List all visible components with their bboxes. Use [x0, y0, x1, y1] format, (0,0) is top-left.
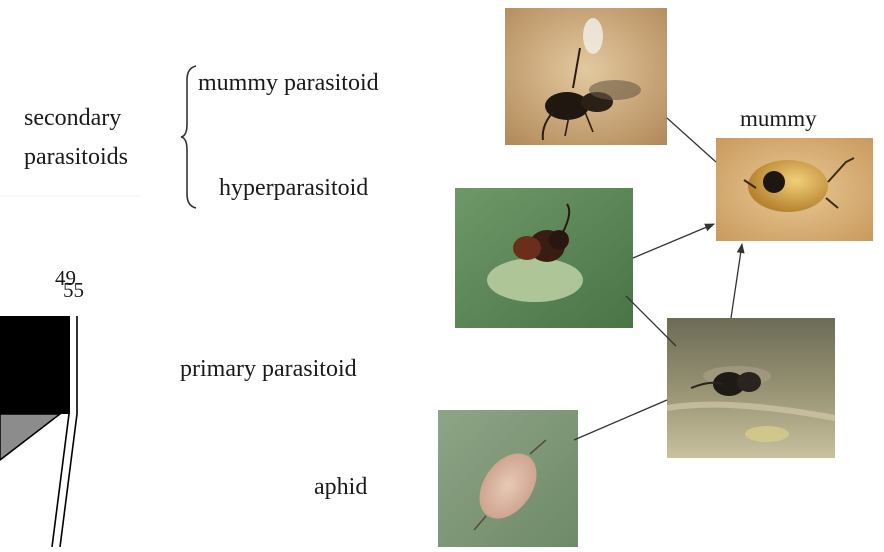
photo-mummy-parasitoid	[505, 8, 667, 145]
gray-wedge	[0, 414, 60, 460]
photo-hyperparasitoid	[455, 188, 633, 328]
mummy-photo-icon	[716, 138, 873, 241]
fragment-number-bottom: 55	[63, 278, 84, 302]
secondary-label-line1: secondary	[24, 105, 121, 133]
arrow-hyperparasitoid-to-mummy	[633, 224, 714, 258]
left-chart-graphic	[0, 0, 200, 547]
black-block	[0, 316, 70, 414]
primary-parasitoid-label: primary parasitoid	[180, 356, 357, 384]
wasp-photo-icon	[505, 8, 667, 145]
brace-icon	[180, 64, 200, 210]
secondary-label-line2: parasitoids	[24, 144, 128, 172]
mummy-parasitoid-label: mummy parasitoid	[198, 70, 379, 98]
hyperparasitoid-label: hyperparasitoid	[219, 175, 368, 203]
left-chart-fragment: 49 55	[0, 0, 200, 547]
aphid-photo-icon	[438, 410, 578, 547]
mummy-label: mummy	[740, 106, 817, 132]
line-mummy-parasitoid-to-mummy	[667, 118, 716, 162]
photo-primary-parasitoid	[667, 318, 835, 458]
wasp-photo-icon	[455, 188, 633, 328]
photo-mummy	[716, 138, 873, 241]
photo-aphid	[438, 410, 578, 547]
aphid-label: aphid	[314, 474, 367, 502]
line-primary-to-aphid	[574, 400, 667, 440]
wasp-photo-icon	[667, 318, 835, 458]
arrow-primary-to-mummy	[731, 244, 742, 318]
